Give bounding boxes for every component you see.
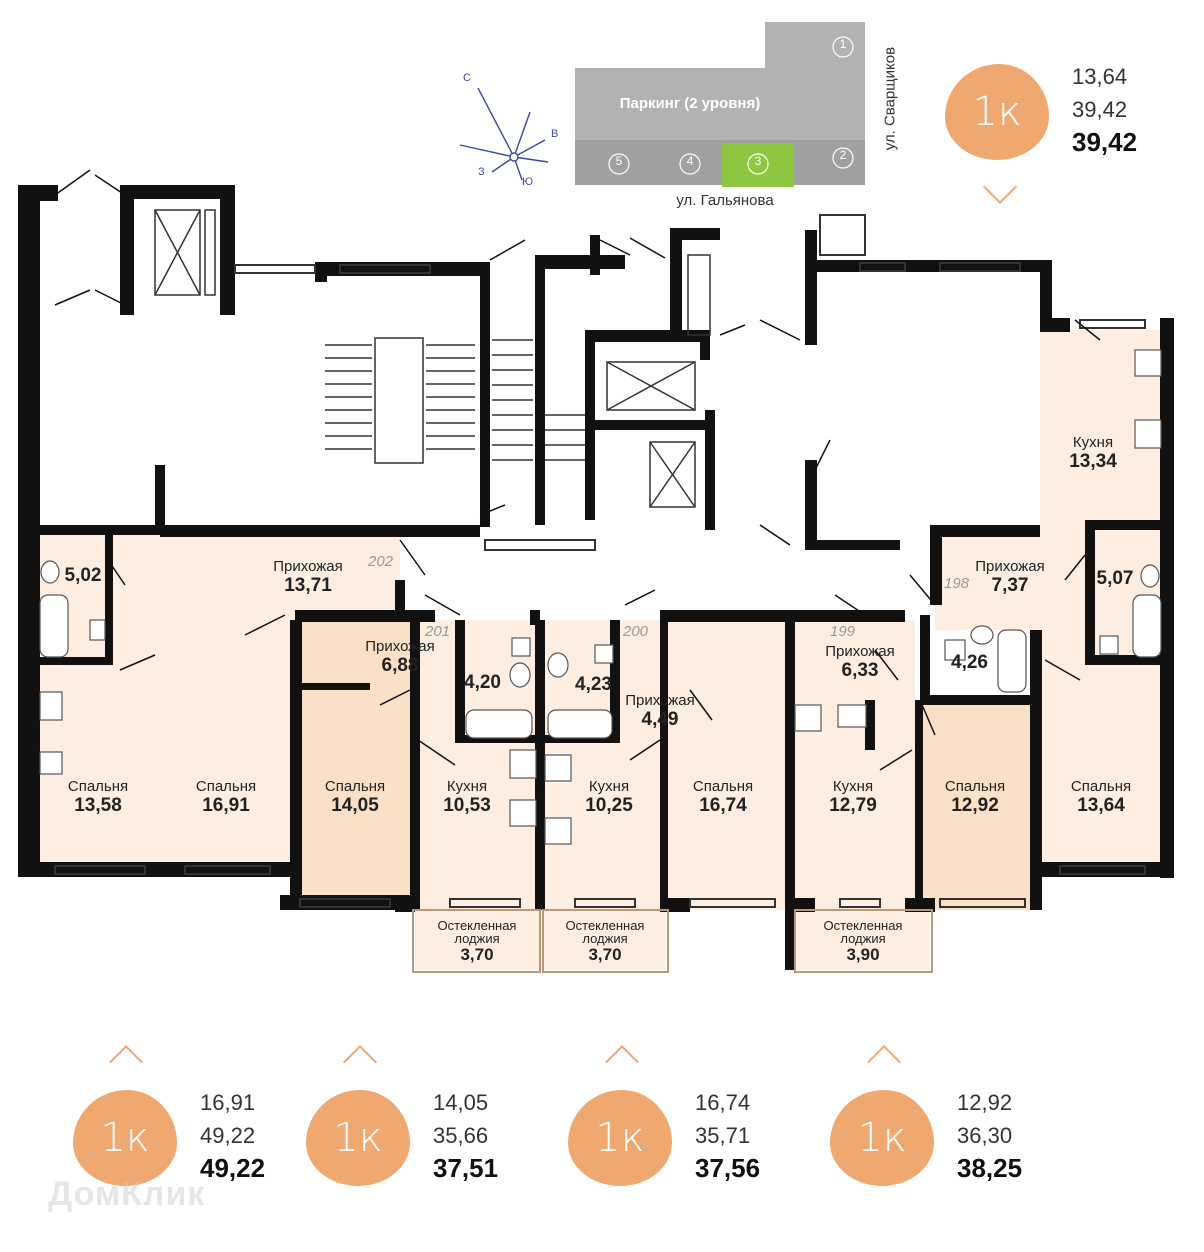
loggias	[412, 909, 933, 973]
compass-south: Ю	[522, 176, 534, 188]
site-plan	[575, 22, 865, 187]
section-2: 2	[839, 148, 847, 162]
badge-3-rooms[interactable]: 1к	[568, 1090, 672, 1186]
room-bath-r3: 5,02	[64, 565, 102, 586]
badge-1-stats: 16,91 49,22 49,22	[200, 1090, 266, 1183]
room-bath-r11: 4,26	[951, 652, 988, 673]
apartment-fills	[30, 330, 1165, 970]
badge-3-stats: 16,74 35,71 37,56	[695, 1090, 761, 1183]
watermark: ДомКлик	[48, 1175, 206, 1213]
apartment-number-202: 202	[368, 553, 394, 570]
parking-label: Паркинг (2 уровня)	[619, 95, 761, 112]
compass-west: З	[478, 166, 485, 178]
section-4: 4	[686, 154, 694, 168]
badge-1-rooms[interactable]: 1к	[73, 1090, 177, 1186]
elevators	[154, 209, 711, 508]
badge-2-rooms[interactable]: 1к	[306, 1090, 410, 1186]
doors	[54, 169, 1101, 771]
apartment-number-198: 198	[944, 575, 970, 592]
section-5: 5	[615, 154, 623, 168]
badge-top-stats: 13,64 39,42 39,42	[1072, 64, 1138, 157]
badge-top-rooms[interactable]: 1к	[945, 64, 1049, 160]
section-3: 3	[754, 154, 762, 168]
apartment-number-200: 200	[623, 623, 649, 640]
compass-east: В	[551, 128, 559, 140]
apartment-number-199: 199	[830, 623, 856, 640]
room-bath-r5: 5,07	[1096, 568, 1134, 589]
badge-4-stats: 12,92 36,30 38,25	[957, 1090, 1023, 1183]
compass-icon	[459, 87, 549, 181]
compass-north: С	[463, 72, 471, 84]
fixtures	[39, 349, 1162, 845]
apartment-number-201: 201	[425, 623, 451, 640]
badge-2-stats: 14,05 35,66 37,51	[433, 1090, 499, 1183]
section-1: 1	[839, 37, 847, 51]
room-bath-r8: 4,23	[575, 674, 612, 695]
street-right-label: ул. Сварщиков	[881, 46, 899, 151]
badge-4-rooms[interactable]: 1к	[830, 1090, 934, 1186]
room-bath-r7: 4,20	[464, 672, 501, 693]
street-bottom-label: ул. Гальянова	[676, 192, 774, 209]
windows	[54, 214, 1146, 908]
stairs	[325, 337, 585, 464]
